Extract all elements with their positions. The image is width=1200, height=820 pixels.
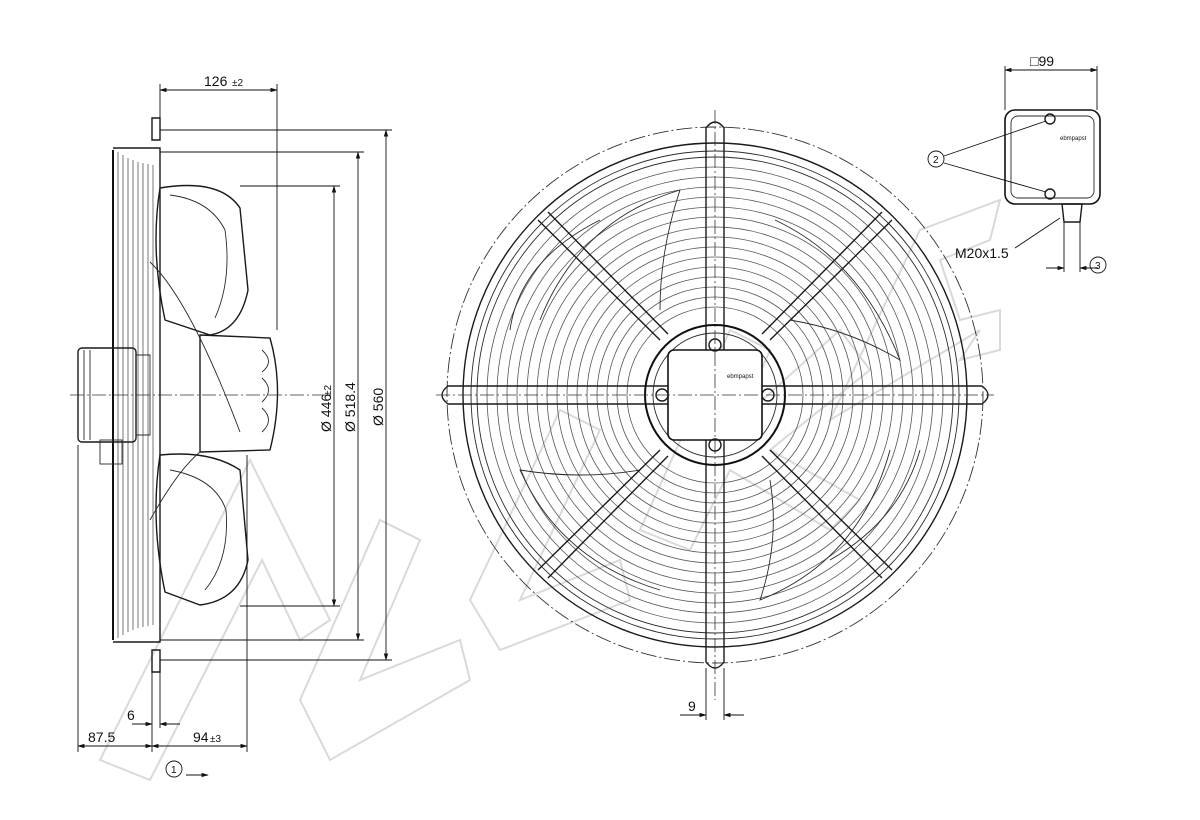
- callout-3: 3: [1095, 261, 1101, 272]
- dim-87-5: 87.5: [88, 729, 115, 745]
- dim-d446: Ø 446: [318, 394, 334, 432]
- terminal-box-detail: □99 ebmpapst M20x1.5 2 3: [927, 53, 1107, 274]
- dim-d560: Ø 560: [370, 388, 386, 426]
- dim-99: □99: [1030, 53, 1054, 69]
- dim-9: 9: [688, 698, 696, 714]
- dim-94-tol: ±3: [210, 734, 221, 745]
- dim-d446-tol: ±2: [323, 385, 334, 396]
- side-view: 126 ±2 Ø 446 ±2 Ø 518.4 Ø 560 6 87.5 94 …: [70, 73, 392, 778]
- box-logo: ebmpapst: [1060, 136, 1087, 142]
- dim-126: 126: [204, 73, 228, 89]
- callout-1: 1: [171, 765, 177, 776]
- watermark: [98, 198, 1002, 782]
- dim-126-tol: ±2: [232, 78, 243, 89]
- front-logo: ebmpapst: [727, 374, 754, 380]
- dim-6: 6: [127, 707, 135, 723]
- thread-size: M20x1.5: [955, 245, 1009, 261]
- dim-d518: Ø 518.4: [342, 382, 358, 432]
- front-view: ebmpapst 9: [436, 110, 994, 720]
- callout-2: 2: [933, 155, 939, 166]
- dim-94: 94: [193, 729, 209, 745]
